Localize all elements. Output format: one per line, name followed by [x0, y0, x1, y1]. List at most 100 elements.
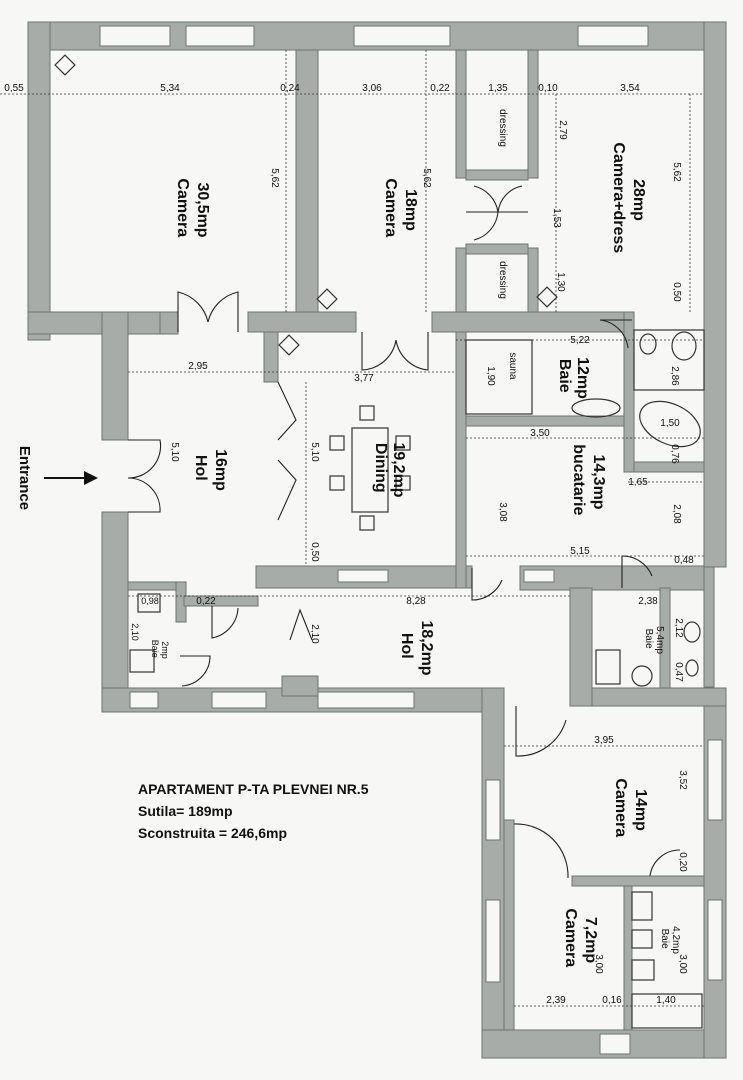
dim-label: 0,98 — [141, 596, 159, 606]
door-dressing-bottom — [466, 211, 499, 241]
dim-label: 5,34 — [160, 83, 180, 94]
wall-under-camera-18 — [247, 311, 357, 333]
title-line-2: Sutila= 189mp — [138, 803, 233, 819]
wall-under-camera-dress — [431, 311, 633, 333]
shower-baie54-icon — [595, 649, 621, 685]
dim-label: 1,50 — [660, 418, 680, 429]
dim-label: 5,10 — [309, 442, 320, 462]
dim-label: 3,06 — [362, 83, 382, 94]
room-labels: Camera 30,5mp Camera 18mp Camera+dress 2… — [150, 109, 681, 971]
room-dining: Dining 19,2mp — [372, 442, 407, 497]
room-hol-18: Hol 18,2mp — [398, 620, 435, 675]
dim-label: 0,22 — [196, 596, 216, 607]
toilet-icon — [639, 333, 657, 355]
dim-label: 0,22 — [430, 83, 450, 94]
dim-label: 0,50 — [671, 282, 682, 302]
wall-dining-right — [455, 331, 467, 589]
shower-icon — [137, 593, 161, 613]
dim-label: 2,10 — [309, 624, 320, 644]
dim-label: 0,10 — [538, 83, 558, 94]
wall-camera72-left — [503, 819, 515, 1031]
dim-label: 0,20 — [677, 852, 688, 872]
dimension-labels: 0,55 5,34 0,24 3,06 0,22 1,35 0,10 3,54 … — [4, 83, 694, 1006]
sink-baie42-icon — [631, 891, 653, 921]
door-entrance-bottom — [127, 477, 161, 513]
dim-label: 3,08 — [497, 502, 508, 522]
room-camera-dress: Camera+dress 28mp — [610, 142, 647, 257]
door-hall-small — [211, 606, 239, 639]
dim-label: 5,10 — [169, 442, 180, 462]
dimension-lines — [0, 50, 704, 1007]
dim-label: 3,52 — [677, 770, 688, 790]
door-camera-14 — [515, 706, 567, 757]
dim-label: 2,10 — [130, 623, 140, 641]
dim-label: 8,28 — [406, 596, 426, 607]
wall-hall-stub — [159, 311, 179, 335]
wall-hall-left-lower — [101, 511, 129, 713]
fixtures — [54, 54, 705, 1029]
wall-dressing-top-sill — [465, 169, 529, 181]
wall-hall-dining-top — [263, 331, 279, 383]
wall-hall-left-upper — [101, 311, 129, 441]
dim-label: 1,40 — [656, 995, 676, 1006]
dim-label: 2,38 — [638, 596, 658, 607]
dim-label: 2,79 — [557, 120, 568, 140]
room-dressing-top: dressing — [497, 109, 508, 147]
room-camera-18: Camera 18mp — [382, 178, 419, 241]
door-baie-small — [180, 655, 211, 687]
dim-label: 5,22 — [570, 335, 590, 346]
bathtub-baie42-icon — [631, 993, 703, 1029]
dim-label: 3,54 — [620, 83, 640, 94]
door-kitchen — [471, 568, 503, 601]
wall-wing-top — [569, 687, 727, 707]
room-bucatarie: bucatarie 14,3mp — [570, 444, 607, 520]
dim-label: 2,12 — [673, 618, 684, 638]
wall-dressing-left-top — [455, 49, 467, 179]
entrance-marker: Entrance — [16, 446, 98, 510]
room-baie-12: Baie 12mp — [556, 357, 591, 399]
wall-small-bath-hall — [183, 595, 259, 607]
wall-right-mid — [703, 566, 715, 688]
door-camera-dress-baie — [599, 319, 632, 349]
wall-wc-split — [659, 587, 671, 689]
dim-label: 1,65 — [628, 477, 648, 488]
dim-label: 1,53 — [551, 208, 562, 228]
dim-label: 3,00 — [593, 954, 604, 974]
dim-label: 5,62 — [269, 168, 280, 188]
door-camera-big — [177, 291, 209, 332]
wall-hall-pier — [281, 675, 319, 697]
wall-dressing-left-bottom — [455, 247, 467, 313]
bathtub-icon — [639, 400, 701, 448]
room-camera-14: Camera 14mp — [612, 778, 649, 841]
dim-label: 3,77 — [354, 373, 374, 384]
wall-baie-bottom — [465, 415, 633, 427]
door-baie-42 — [649, 849, 681, 877]
dim-label: 0,47 — [673, 662, 684, 682]
toilet-baie54-icon — [683, 621, 701, 643]
wall-dressing-bottom-sill — [465, 243, 529, 255]
wall-wing-left — [481, 687, 505, 1059]
dim-label: 0,50 — [309, 542, 320, 562]
sauna-icon — [465, 339, 533, 415]
sink-icon — [571, 398, 621, 418]
dim-label: 3,95 — [594, 735, 614, 746]
dim-label: 2,39 — [546, 995, 566, 1006]
wall-bath-bottom — [633, 461, 705, 473]
door-dining-bottom — [277, 459, 297, 521]
dim-label: 2,86 — [669, 366, 680, 386]
dim-label: 5,62 — [421, 168, 432, 188]
title-line-1: APARTAMENT P-TA PLEVNEI NR.5 — [138, 781, 369, 797]
door-entrance-top — [127, 439, 162, 479]
door-hall-18 — [289, 608, 313, 641]
room-baie-54: Baie 5,4mp — [643, 626, 665, 654]
room-camera-72: Camera 7,2mp — [562, 908, 599, 971]
title-block: APARTAMENT P-TA PLEVNEI NR.5 Sutila= 189… — [138, 781, 369, 841]
room-baie-42: Baie 4,2mp — [659, 926, 681, 954]
door-camera-72 — [513, 823, 569, 879]
wall-dressing-right-top — [527, 49, 539, 179]
wall-baie42-left — [623, 885, 633, 1031]
dim-label: 3,00 — [677, 954, 688, 974]
dim-label: 0,55 — [4, 83, 24, 94]
dim-label: 1,35 — [488, 83, 508, 94]
title-line-3: Sconstruita = 246,6mp — [138, 825, 287, 841]
